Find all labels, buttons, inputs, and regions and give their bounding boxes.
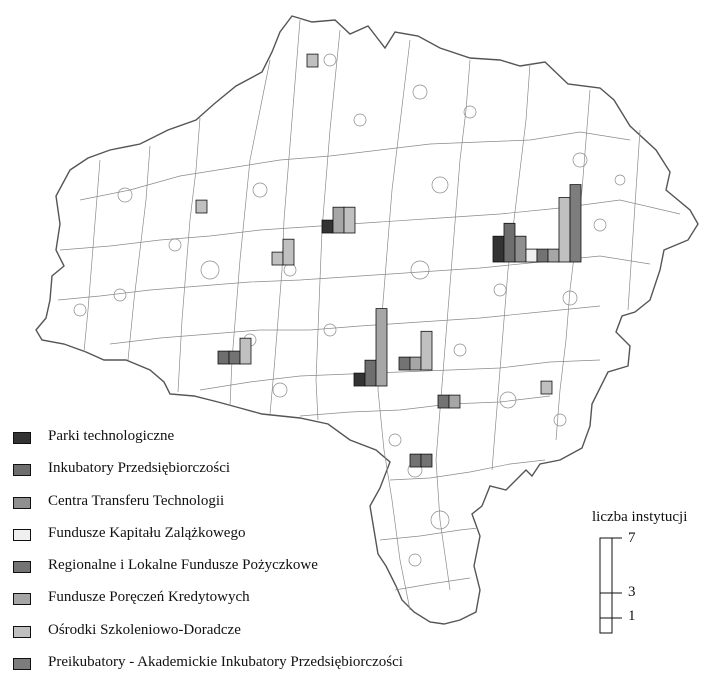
bar-regionalne [420, 453, 433, 468]
bar-parki [321, 219, 334, 234]
bar-osrodki [195, 199, 208, 214]
bar-inkubatory [364, 359, 377, 387]
chart-bars-layer [195, 53, 582, 468]
bar-cluster [540, 380, 553, 395]
legend-label: Centra Transferu Technologii [48, 492, 225, 509]
bar-cluster [271, 238, 295, 266]
bar-osrodki [343, 206, 356, 234]
bar-fundusze_kapitalu [525, 248, 538, 263]
bar-cluster [492, 184, 582, 263]
town-enclaves [73, 53, 626, 567]
legend-label: Inkubatory Przedsiębiorczości [48, 460, 231, 477]
bar-poreczen [448, 394, 461, 409]
bar-cluster [409, 453, 433, 468]
bar-centra [514, 235, 527, 263]
bar-inkubatory [217, 350, 230, 365]
legend-swatch [13, 464, 31, 477]
legend-swatch [13, 496, 31, 509]
legend-label: Preikubatory - Akademickie Inkubatory Pr… [48, 654, 403, 671]
legend-label: Parki technologiczne [48, 428, 175, 444]
legend-label: Ośrodki Szkoleniowo-Doradcze [48, 621, 241, 638]
bar-regionalne [409, 453, 422, 468]
bar-regionalne [437, 394, 450, 409]
bar-cluster [398, 330, 433, 371]
bar-parki [492, 235, 505, 263]
bar-osrodki [558, 197, 571, 263]
bar-cluster [437, 394, 461, 409]
bar-inkubatory [503, 222, 516, 263]
bar-osrodki [239, 337, 252, 365]
bar-regionalne [398, 356, 411, 371]
bar-cluster [217, 337, 252, 365]
bar-poreczen [332, 206, 345, 234]
legend-swatch [13, 432, 31, 444]
legend-label: Fundusze Kapitału Zalążkowego [48, 524, 246, 541]
legend-swatch [13, 593, 31, 606]
bar-poreczen [375, 308, 388, 387]
bar-preinkubatory [569, 184, 582, 263]
bar-cluster [195, 199, 208, 214]
legend-label: Regionalne i Lokalne Fundusze Pożyczkowe [48, 557, 318, 574]
bar-regionalne [228, 350, 241, 365]
bar-regionalne [536, 248, 549, 263]
scale-bar-outline [599, 537, 613, 634]
bar-cluster [306, 53, 319, 68]
scale-bar [599, 537, 622, 634]
legend-label: Fundusze Poręczeń Kredytowych [48, 589, 250, 606]
bar-poreczen [547, 248, 560, 263]
bar-poreczen [409, 356, 422, 371]
bar-cluster [321, 206, 356, 234]
bar-cluster [353, 308, 388, 387]
region-outline [35, 15, 699, 625]
scale-label-3: 3 [628, 584, 636, 600]
bar-osrodki [420, 330, 433, 371]
bar-osrodki [282, 238, 295, 266]
scale-label-1: 1 [628, 608, 636, 624]
legend-swatch [13, 658, 31, 671]
bar-osrodki [306, 53, 319, 68]
legend-swatch [13, 528, 31, 541]
bar-osrodki [540, 380, 553, 395]
bar-parki [353, 372, 366, 387]
legend-swatch [13, 561, 31, 574]
legend-swatch [13, 625, 31, 638]
scale-label-7: 7 [628, 530, 636, 546]
scale-title: liczba instytucji [592, 509, 688, 525]
bar-osrodki [271, 251, 284, 266]
